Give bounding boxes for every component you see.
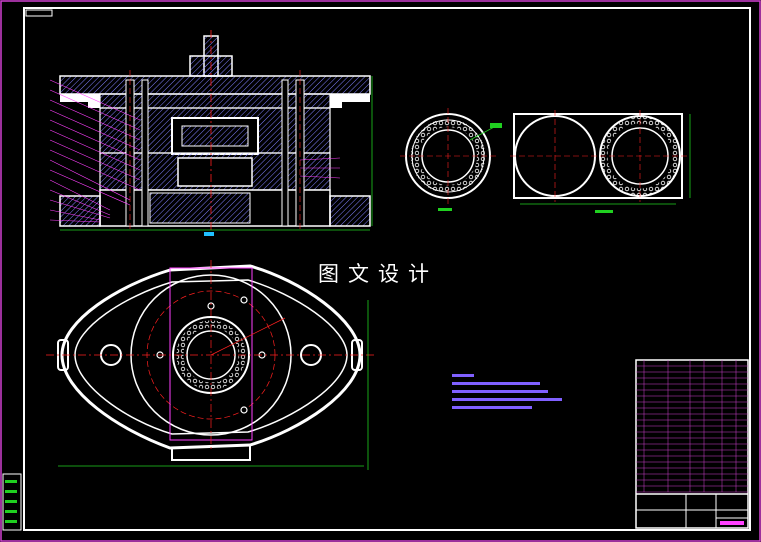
sheet-id-box: [25, 9, 53, 17]
revision-strip: [2, 473, 22, 531]
title-block: [635, 359, 749, 529]
ring-part-view: [400, 108, 502, 211]
technical-notes: [452, 374, 562, 409]
plan-view: [46, 260, 376, 470]
watermark-text: 图文设计: [318, 262, 438, 286]
drawing-frame: [23, 7, 751, 531]
cavity-layout-view: [510, 110, 691, 213]
assembly-section-view: [49, 30, 373, 236]
